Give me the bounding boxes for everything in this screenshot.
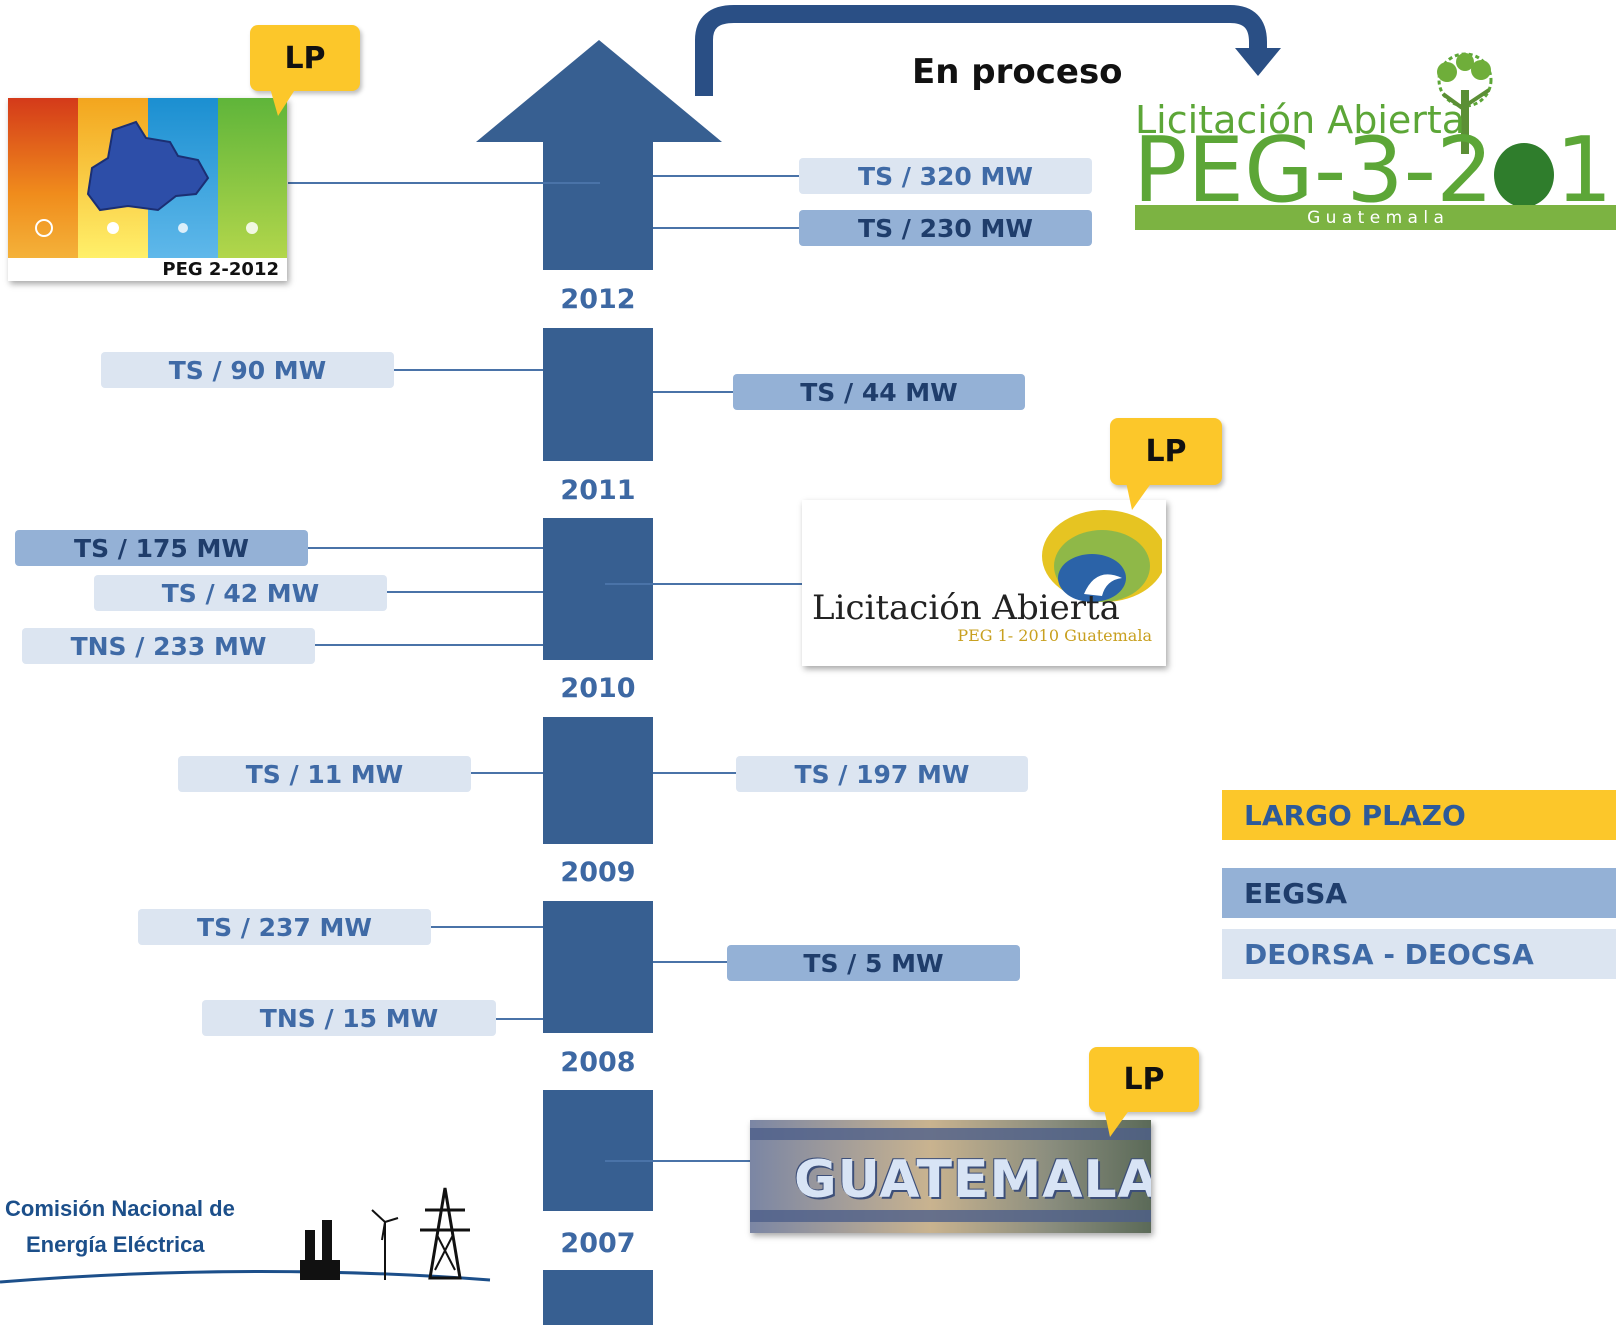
guatemala-logo-bottomband xyxy=(750,1210,1151,1222)
lp-callout-pointer-2007 xyxy=(1104,1109,1130,1137)
tag-ts-42: TS / 42 MW xyxy=(94,575,387,611)
connector-2011-right xyxy=(653,391,733,393)
tag-ts-197: TS / 197 MW xyxy=(736,756,1028,792)
peg2-logo-graphic xyxy=(8,98,287,281)
connector-2012-logo xyxy=(288,182,600,184)
globe-icon xyxy=(1494,143,1555,207)
tag-ts-90: TS / 90 MW xyxy=(101,352,394,388)
peg1-emblem xyxy=(1042,510,1162,602)
lp-callout-2007: LP xyxy=(1089,1047,1199,1112)
connector-2008-a xyxy=(431,926,543,928)
tag-ts-230: TS / 230 MW xyxy=(799,210,1092,246)
lp-callout-2012: LP xyxy=(250,25,360,91)
year-label-2010: 2010 xyxy=(560,673,636,704)
tag-ts-44: TS / 44 MW xyxy=(733,374,1025,410)
year-label-2012: 2012 xyxy=(560,284,636,315)
lp-callout-pointer-2012 xyxy=(270,88,296,116)
year-label-2007: 2007 xyxy=(560,1228,636,1259)
peg2-2012-logo: PEG 2-2012 xyxy=(8,98,287,281)
legend-label-largo-plazo: LARGO PLAZO xyxy=(1244,798,1466,832)
tag-ts-5: TS / 5 MW xyxy=(727,945,1020,981)
tree-icon xyxy=(1437,52,1493,154)
timeline-block-bottom xyxy=(543,1270,653,1325)
peg3-title-line1: Licitación Abierta xyxy=(1135,98,1466,142)
year-label-2009: 2009 xyxy=(560,857,636,888)
guatemala-logo-topband xyxy=(750,1128,1151,1140)
guatemala-word: GUATEMALA xyxy=(794,1150,1151,1210)
timeline-block-2011 xyxy=(543,328,653,461)
timeline-block-2008 xyxy=(543,901,653,1033)
year-label-2008: 2008 xyxy=(560,1047,636,1078)
lp-callout-pointer-2010 xyxy=(1126,482,1152,510)
tag-ts-11: TS / 11 MW xyxy=(178,756,471,792)
peg3-title-line2: PEG-3-213 xyxy=(1133,126,1616,216)
connector-2010-c xyxy=(315,644,543,646)
connector-2011-left xyxy=(394,369,543,371)
legend-label-eegsa: EEGSA xyxy=(1244,876,1348,910)
peg3-code-part2: 13 xyxy=(1555,118,1616,223)
guatemala-2007-logo: GUATEMALA xyxy=(750,1120,1151,1233)
connector-2010-a xyxy=(308,547,543,549)
connector-2009-right xyxy=(653,772,736,774)
lp-callout-2010: LP xyxy=(1110,418,1222,485)
legend-deorsa-deocsa: DEORSA - DEOCSA xyxy=(1222,929,1616,979)
tag-ts-320: TS / 320 MW xyxy=(799,158,1092,194)
peg1-2010-logo: Licitación Abierta PEG 1- 2010 Guatemala xyxy=(802,500,1166,666)
power-infrastructure-icon xyxy=(0,1187,491,1284)
connector-2010-b xyxy=(387,591,543,593)
peg2-caption: PEG 2-2012 xyxy=(162,259,279,280)
peg3-2013-logo: Licitación Abierta PEG-3-213 G u a t e m… xyxy=(1133,50,1616,260)
in-process-arrow xyxy=(695,5,1281,96)
timeline-block-2012 xyxy=(543,140,653,270)
tag-tns-233: TNS / 233 MW xyxy=(22,628,315,664)
in-process-label: En proceso xyxy=(912,52,1123,92)
tag-ts-175: TS / 175 MW xyxy=(15,530,308,566)
timeline-block-2007 xyxy=(543,1090,653,1211)
tag-ts-237: TS / 237 MW xyxy=(138,909,431,945)
peg3-country: G u a t e m a l a xyxy=(1307,207,1444,228)
peg1-title-line1: Licitación Abierta xyxy=(812,588,1120,628)
cnee-logo: Comisión Nacional de Energía Eléctrica xyxy=(0,1180,500,1325)
timeline-block-2009 xyxy=(543,717,653,844)
cnee-name-line1: Comisión Nacional de xyxy=(5,1196,235,1221)
connector-2009-left xyxy=(471,772,543,774)
peg3-country-band: G u a t e m a l a xyxy=(1135,205,1616,230)
connector-2007-logo xyxy=(605,1160,750,1162)
connector-2008-b xyxy=(468,1018,543,1020)
legend-largo-plazo: LARGO PLAZO xyxy=(1222,790,1616,840)
peg1-title-line2: PEG 1- 2010 Guatemala xyxy=(957,626,1152,645)
connector-2008-right xyxy=(653,961,727,963)
legend-eegsa: EEGSA xyxy=(1222,868,1616,918)
timeline-block-2010 xyxy=(543,518,653,660)
connector-2012-a xyxy=(653,175,799,177)
timeline-arrowhead xyxy=(476,40,722,142)
connector-2010-logo xyxy=(605,583,802,585)
connector-2012-b xyxy=(653,227,799,229)
tag-tns-15: TNS / 15 MW xyxy=(202,1000,496,1036)
cnee-name-line2: Energía Eléctrica xyxy=(26,1232,205,1257)
legend-label-deorsa-deocsa: DEORSA - DEOCSA xyxy=(1244,937,1534,971)
peg3-code-part1: PEG-3-2 xyxy=(1133,118,1494,223)
year-label-2011: 2011 xyxy=(560,475,636,506)
